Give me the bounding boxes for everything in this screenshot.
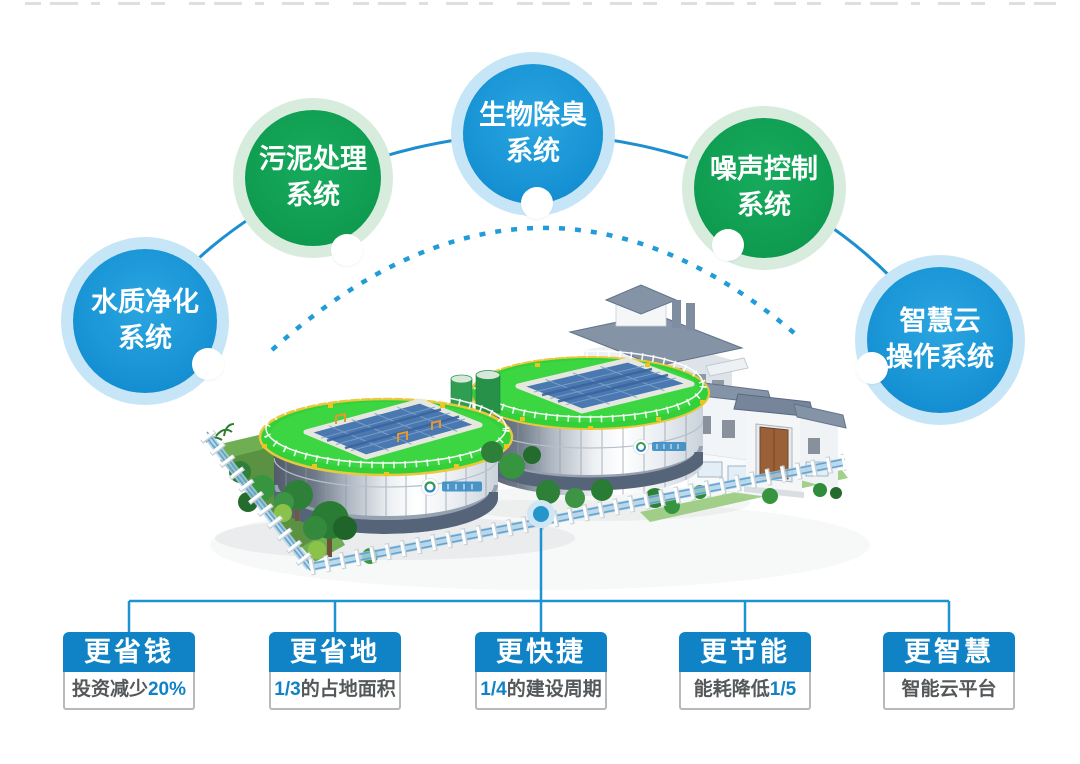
feature-box-cost: 更省钱 投资减少20% — [63, 632, 195, 710]
bubble-label-line2: 系统 — [286, 180, 340, 210]
system-bubble-sludge-treatment: 污泥处理 系统 — [245, 110, 381, 246]
feature-desc-text: 的建设周期 — [506, 679, 602, 700]
bubble-label-line1: 智慧云 — [899, 306, 981, 337]
bubble-label-line1: 水质净化 — [91, 287, 199, 318]
company-logo — [633, 439, 686, 455]
pool-handrail — [335, 412, 441, 442]
feature-box-speed: 更快捷 1/4的建设周期 — [475, 632, 607, 710]
rim-markers — [262, 404, 509, 476]
bubble-label-line1: 污泥处理 — [259, 144, 367, 175]
feature-box-land: 更省地 1/3的占地面积 — [269, 632, 401, 710]
bubble-anchor-dot — [192, 348, 224, 380]
connector-tree — [127, 528, 951, 634]
feature-desc-highlight: 1/4 — [480, 679, 507, 700]
bubble-anchor-dot — [331, 234, 363, 266]
bubble-label-line1: 生物除臭 — [479, 100, 587, 131]
bush — [830, 487, 842, 499]
feature-desc: 1/3的占地面积 — [269, 672, 401, 710]
feature-desc-text: 智能云平台 — [901, 679, 997, 700]
feature-title: 更省地 — [269, 632, 401, 672]
feature-desc-highlight: 1/5 — [769, 679, 797, 700]
feature-desc: 投资减少20% — [63, 672, 195, 710]
feature-desc-text: 投资减少 — [71, 679, 148, 700]
tank-railing — [262, 391, 510, 469]
feature-title: 更快捷 — [475, 632, 607, 672]
feature-title: 更节能 — [679, 632, 811, 672]
feature-desc: 1/4的建设周期 — [475, 672, 607, 710]
bubble-label-line2: 系统 — [737, 190, 791, 220]
feature-desc: 智能云平台 — [883, 672, 1015, 710]
feature-title: 更智慧 — [883, 632, 1015, 672]
tank-pool — [303, 398, 483, 460]
system-bubble-noise-control: 噪声控制 系统 — [694, 118, 834, 258]
feature-desc: 能耗降低1/5 — [679, 672, 811, 710]
company-logo — [421, 478, 482, 496]
system-bubble-bio-deodorization: 生物除臭 系统 — [463, 64, 603, 204]
bubble-label-line2: 操作系统 — [886, 342, 994, 372]
feature-box-smart: 更智慧 智能云平台 — [883, 632, 1015, 710]
system-bubble-smart-cloud: 智慧云 操作系统 — [867, 267, 1013, 413]
bubble-anchor-dot — [856, 352, 888, 384]
feature-box-energy: 更节能 能耗降低1/5 — [679, 632, 811, 710]
connector-node-dot — [527, 500, 555, 528]
feature-title: 更省钱 — [63, 632, 195, 672]
bubble-label-line1: 噪声控制 — [710, 154, 818, 185]
feature-desc-text: 能耗降低 — [693, 679, 770, 700]
feature-desc-text: 的占地面积 — [300, 679, 396, 700]
feature-desc-highlight: 20% — [147, 679, 187, 700]
dashed-arc — [270, 225, 802, 352]
bubble-label-line2: 系统 — [506, 136, 560, 166]
facility-illustration — [200, 284, 870, 590]
bubble-label-line2: 系统 — [118, 323, 172, 353]
rear-tank — [470, 349, 710, 496]
aux-tanks — [450, 357, 749, 414]
bush — [762, 488, 778, 504]
feature-desc-highlight: 1/3 — [274, 679, 301, 700]
bubble-anchor-dot — [521, 187, 553, 219]
tank-pool — [515, 357, 695, 414]
bubble-anchor-dot — [712, 229, 744, 261]
bush — [813, 483, 827, 497]
perimeter-fence — [200, 429, 847, 576]
